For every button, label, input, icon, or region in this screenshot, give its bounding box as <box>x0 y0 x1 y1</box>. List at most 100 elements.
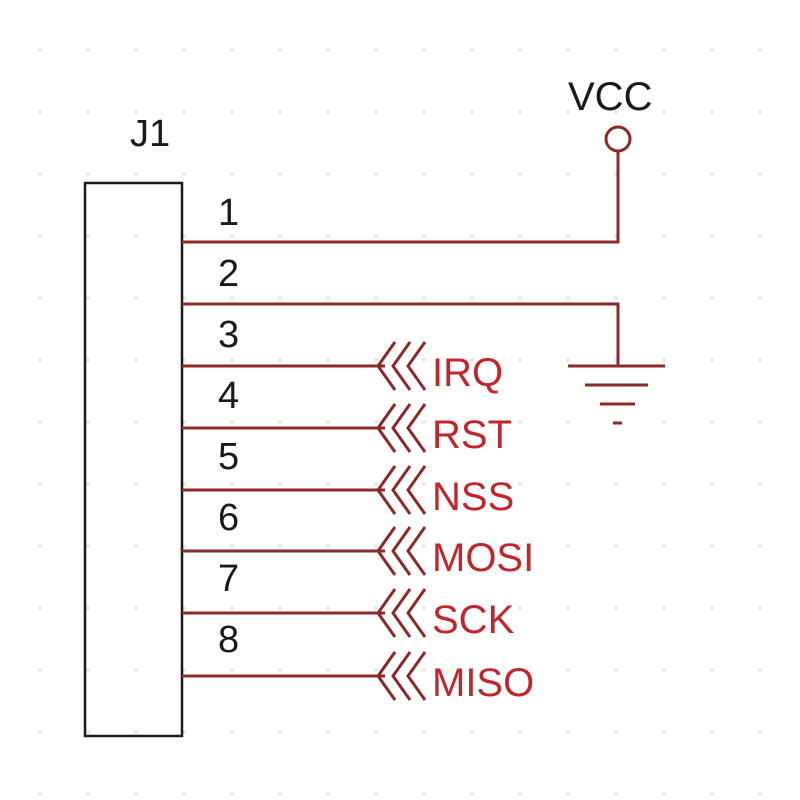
net-port-icon-mosi <box>376 526 427 576</box>
grid-dot <box>326 48 330 52</box>
grid-dot <box>374 234 378 238</box>
pin-number-7: 7 <box>218 558 239 600</box>
grid-dot <box>38 792 42 796</box>
grid-dot <box>374 482 378 486</box>
grid-dot <box>710 234 714 238</box>
grid-dot <box>710 358 714 362</box>
grid-dot <box>566 296 570 300</box>
grid-dot <box>758 296 762 300</box>
grid-dot <box>278 606 282 610</box>
grid-dot <box>182 48 186 52</box>
grid-dot <box>134 172 138 176</box>
grid-dot <box>518 792 522 796</box>
grid-dot <box>86 606 90 610</box>
grid-dot <box>134 792 138 796</box>
pin-number-3: 3 <box>218 314 239 356</box>
grid-dot <box>38 48 42 52</box>
grid-dot <box>566 482 570 486</box>
grid-dot <box>614 482 618 486</box>
grid-dot <box>566 172 570 176</box>
grid-dot <box>710 730 714 734</box>
grid-dot <box>326 792 330 796</box>
grid-dot <box>278 420 282 424</box>
net-port-icon-nss <box>376 465 427 515</box>
grid-dot <box>134 48 138 52</box>
grid-dot <box>518 234 522 238</box>
grid-dot <box>134 110 138 114</box>
grid-dot <box>278 792 282 796</box>
grid-dot <box>710 482 714 486</box>
grid-dot <box>374 792 378 796</box>
grid-dot <box>566 110 570 114</box>
vcc-terminal-icon <box>604 125 632 153</box>
grid-dot <box>230 606 234 610</box>
grid-dots <box>38 48 762 796</box>
pin-number-1: 1 <box>218 192 239 234</box>
grid-dot <box>566 48 570 52</box>
grid-dot <box>230 668 234 672</box>
grid-dot <box>710 606 714 610</box>
grid-dot <box>374 730 378 734</box>
grid-dot <box>470 296 474 300</box>
grid-dot <box>38 110 42 114</box>
grid-dot <box>518 606 522 610</box>
grid-dot <box>422 606 426 610</box>
grid-dot <box>470 668 474 672</box>
grid-dot <box>662 730 666 734</box>
net-port-icon-miso <box>376 651 427 701</box>
grid-dot <box>758 606 762 610</box>
grid-dot <box>422 48 426 52</box>
net-labels: IRQ RST NSS MOSI SCK MISO <box>432 351 534 705</box>
grid-dot <box>134 482 138 486</box>
grid-dot <box>326 110 330 114</box>
grid-dot <box>86 48 90 52</box>
grid-dot <box>374 172 378 176</box>
grid-dot <box>662 544 666 548</box>
grid-dot <box>278 234 282 238</box>
grid-dot <box>758 730 762 734</box>
grid-dot <box>422 110 426 114</box>
grid-dot <box>470 358 474 362</box>
grid-dot <box>278 172 282 176</box>
grid-dot <box>758 110 762 114</box>
grid-dot <box>86 792 90 796</box>
ground-icon <box>568 364 665 425</box>
grid-dot <box>230 296 234 300</box>
net-label-irq: IRQ <box>432 351 503 395</box>
grid-dot <box>614 48 618 52</box>
grid-dot <box>86 172 90 176</box>
wire-vcc <box>182 152 620 244</box>
grid-dot <box>518 48 522 52</box>
grid-dot <box>374 358 378 362</box>
grid-dot <box>662 296 666 300</box>
grid-dot <box>86 420 90 424</box>
grid-dot <box>38 172 42 176</box>
grid-dot <box>326 668 330 672</box>
net-label-mosi: MOSI <box>432 536 534 580</box>
grid-dot <box>662 792 666 796</box>
grid-dot <box>710 544 714 548</box>
grid-dot <box>614 110 618 114</box>
grid-dot <box>38 296 42 300</box>
grid-dot <box>758 358 762 362</box>
grid-dot <box>182 110 186 114</box>
net-label-sck: SCK <box>432 598 515 642</box>
net-label-rst: RST <box>432 413 512 457</box>
grid-dot <box>758 792 762 796</box>
grid-dot <box>86 234 90 238</box>
grid-dot <box>470 730 474 734</box>
grid-dot <box>278 482 282 486</box>
grid-dot <box>326 358 330 362</box>
grid-dot <box>662 48 666 52</box>
grid-dot <box>134 606 138 610</box>
grid-dot <box>86 296 90 300</box>
grid-dot <box>422 358 426 362</box>
grid-dot <box>614 792 618 796</box>
grid-dot <box>422 792 426 796</box>
grid-dot <box>758 420 762 424</box>
grid-dot <box>758 48 762 52</box>
grid-dot <box>230 544 234 548</box>
grid-dot <box>86 358 90 362</box>
grid-dot <box>614 606 618 610</box>
grid-dot <box>134 544 138 548</box>
